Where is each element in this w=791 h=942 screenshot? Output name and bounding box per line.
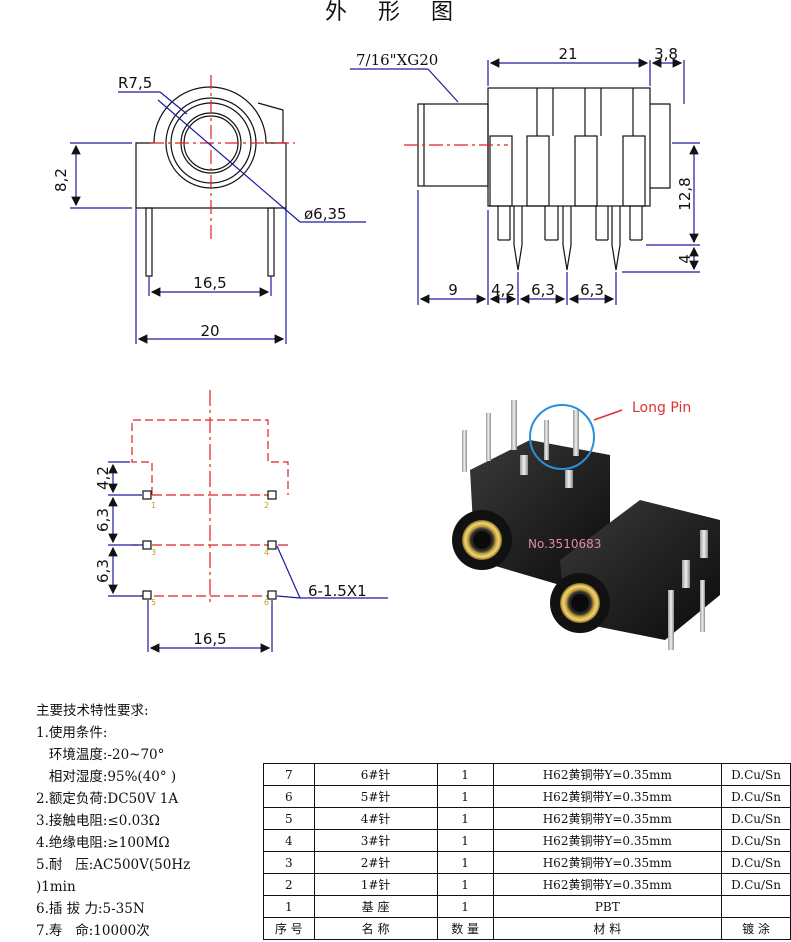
- diameter-label: ø6,35: [304, 205, 347, 223]
- pcb-span-label: 16,5: [193, 630, 226, 648]
- spec-notes: 主要技术特性要求: 1.使用条件: 环境温度:-20~70° 相对湿度:95%(…: [36, 700, 190, 942]
- bom-cell: 1: [436, 829, 494, 852]
- spec-line: 7.寿 命:10000次: [36, 923, 150, 939]
- bom-cell: 1: [436, 851, 494, 874]
- pin-offset-label: 4,2: [491, 281, 515, 299]
- pcb-offset-label: 4,2: [94, 466, 112, 490]
- pin-span-label: 16,5: [193, 274, 226, 292]
- pcb-pitch-label-1: 6,3: [94, 508, 112, 532]
- bom-cell: PBT: [492, 895, 723, 918]
- pad-number: 6: [264, 598, 269, 607]
- nose-label: 9: [448, 281, 458, 299]
- bom-cell: 1#针: [313, 873, 438, 896]
- spec-line: 6.插 拔 力:5-35N: [36, 901, 145, 917]
- bom-cell: 2#针: [313, 851, 438, 874]
- bom-cell: D.Cu/Sn: [721, 873, 791, 896]
- bom-cell: D.Cu/Sn: [721, 763, 791, 786]
- width-label: 20: [200, 322, 219, 340]
- bom-cell: 1: [263, 895, 315, 918]
- bom-header-cell: 镀 涂: [721, 917, 791, 940]
- bom-cell: D.Cu/Sn: [721, 785, 791, 808]
- product-photo: [452, 400, 720, 650]
- pad-number: 4: [264, 548, 269, 557]
- watermark: No.3510683: [528, 537, 601, 551]
- pin-length-label: 4: [676, 254, 694, 264]
- bom-cell: 4#针: [313, 807, 438, 830]
- pitch-label-2: 6,3: [580, 281, 604, 299]
- bom-cell: D.Cu/Sn: [721, 807, 791, 830]
- body-height-label: 12,8: [676, 177, 694, 210]
- bom-cell: H62黄铜带Y=0.35mm: [492, 851, 723, 874]
- bom-header-cell: 材 料: [492, 917, 723, 940]
- bom-cell: 1: [436, 785, 494, 808]
- bom-cell: 1: [436, 873, 494, 896]
- bom-cell: [721, 895, 791, 918]
- bom-cell: 6: [263, 785, 315, 808]
- page-title: 外 形 图: [325, 0, 465, 25]
- pad-number: 5: [151, 598, 156, 607]
- height-label: 8,2: [52, 168, 70, 192]
- bom-cell: 7: [263, 763, 315, 786]
- spec-line: 5.耐 压:AC500V(50Hz: [36, 857, 191, 873]
- bom-cell: H62黄铜带Y=0.35mm: [492, 763, 723, 786]
- bom-header-cell: 名 称: [313, 917, 438, 940]
- radius-label: R7,5: [118, 74, 152, 92]
- bom-cell: 5: [263, 807, 315, 830]
- bom-cell: H62黄铜带Y=0.35mm: [492, 829, 723, 852]
- spec-line: 相对湿度:95%(40° ): [36, 769, 177, 785]
- pcb-pitch-label-2: 6,3: [94, 559, 112, 583]
- bom-cell: 基 座: [313, 895, 438, 918]
- bom-header-cell: 数 量: [436, 917, 494, 940]
- bom-cell: D.Cu/Sn: [721, 829, 791, 852]
- front-view: [70, 75, 366, 344]
- bom-header-cell: 序 号: [263, 917, 315, 940]
- pitch-label-1: 6,3: [531, 281, 555, 299]
- bom-cell: 1: [436, 895, 494, 918]
- length-label: 21: [558, 45, 577, 63]
- pad-number: 1: [151, 501, 156, 510]
- side-view: [350, 58, 700, 305]
- thread-label: 7/16"XG20: [356, 51, 438, 69]
- hole-label: 6-1.5X1: [308, 582, 367, 600]
- tip-label: 3,8: [654, 45, 678, 63]
- pad-number: 3: [151, 548, 156, 557]
- bom-cell: D.Cu/Sn: [721, 851, 791, 874]
- bom-cell: 6#针: [313, 763, 438, 786]
- spec-line: 环境温度:-20~70°: [36, 747, 165, 763]
- bom-cell: 2: [263, 873, 315, 896]
- spec-line: 2.额定负荷:DC50V 1A: [36, 791, 179, 807]
- spec-line: 1.使用条件:: [36, 725, 108, 741]
- bom-cell: 1: [436, 763, 494, 786]
- spec-heading: 主要技术特性要求:: [36, 703, 149, 719]
- bom-cell: 3#针: [313, 829, 438, 852]
- table-header-row: 序 号名 称数 量材 料镀 涂: [263, 917, 791, 940]
- long-pin-callout: Long Pin: [632, 400, 691, 416]
- technical-drawing: 外 形 图 R7,5 8,2 ø6,35 16,5 20: [52, 0, 720, 653]
- bom-cell: 3: [263, 851, 315, 874]
- bom-cell: H62黄铜带Y=0.35mm: [492, 873, 723, 896]
- bom-cell: 1: [436, 807, 494, 830]
- bom-cell: H62黄铜带Y=0.35mm: [492, 785, 723, 808]
- pcb-layout: [108, 390, 388, 653]
- spec-line: )1min: [36, 879, 76, 895]
- bom-cell: 4: [263, 829, 315, 852]
- spec-line: 3.接触电阻:≤0.03Ω: [36, 813, 160, 829]
- bom-cell: 5#针: [313, 785, 438, 808]
- bom-cell: H62黄铜带Y=0.35mm: [492, 807, 723, 830]
- pad-number: 2: [264, 501, 269, 510]
- spec-line: 4.绝缘电阻:≥100MΩ: [36, 835, 170, 851]
